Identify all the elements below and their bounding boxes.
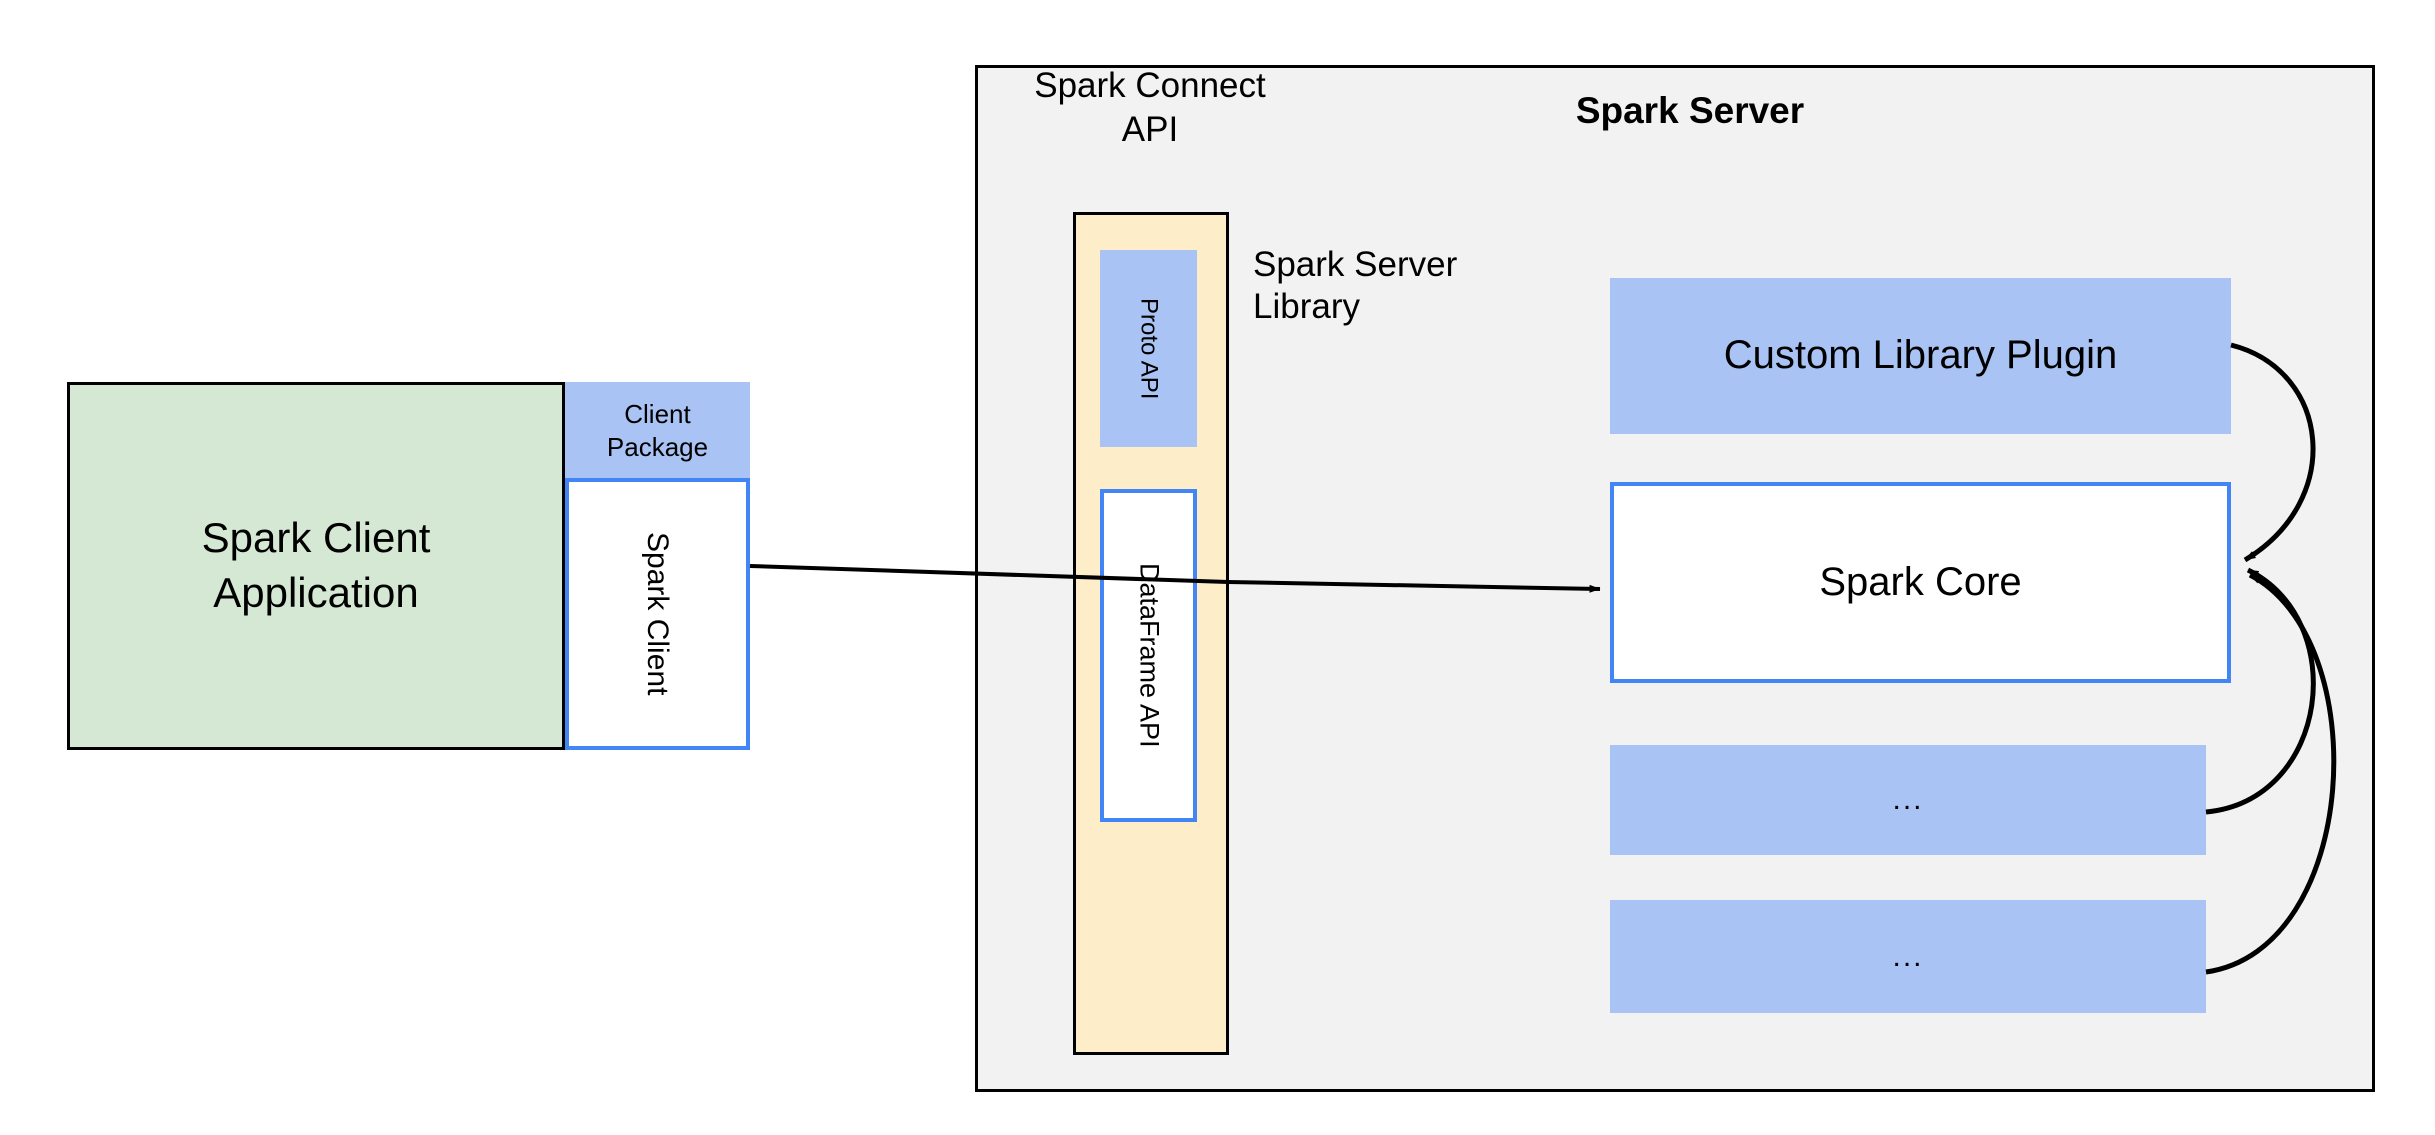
- ellipsis-box-1[interactable]: ...: [1610, 745, 2206, 855]
- custom-library-plugin-box[interactable]: Custom Library Plugin: [1610, 278, 2231, 434]
- spark-core-label: Spark Core: [1819, 559, 2022, 604]
- ellipsis-box-1-label: ...: [1892, 783, 1924, 817]
- ellipsis-box-2[interactable]: ...: [1610, 900, 2206, 1013]
- spark-core-box[interactable]: Spark Core: [1610, 482, 2231, 683]
- spark-client-label: Spark Client: [641, 532, 675, 696]
- dataframe-api-box[interactable]: DataFrame API: [1100, 489, 1197, 822]
- ellipsis-box-2-label: ...: [1892, 939, 1924, 973]
- dataframe-api-label: DataFrame API: [1134, 563, 1165, 748]
- proto-api-label: Proto API: [1135, 297, 1163, 400]
- spark-client-box[interactable]: Spark Client: [565, 478, 750, 750]
- proto-api-box[interactable]: Proto API: [1100, 250, 1197, 447]
- custom-library-plugin-label: Custom Library Plugin: [1723, 333, 2118, 378]
- spark-server-title: Spark Server: [1575, 90, 1805, 131]
